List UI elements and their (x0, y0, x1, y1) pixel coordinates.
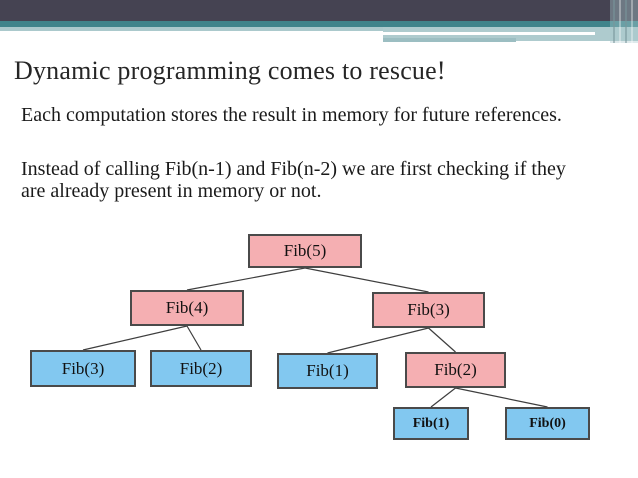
tree-node-fib1b: Fib(1) (277, 353, 378, 389)
tree-node-fib1s: Fib(1) (393, 407, 469, 440)
tree-edge-fib5-fib3r (304, 267, 429, 293)
tree-node-fib3b: Fib(3) (30, 350, 136, 387)
tree-node-fib3r: Fib(3) (372, 292, 485, 328)
tree-edge-fib2p-fib1s (430, 387, 456, 408)
body-paragraph-2-line-1: Instead of calling Fib(n-1) and Fib(n-2)… (21, 158, 566, 180)
body-paragraph-1: Each computation stores the result in me… (21, 104, 562, 126)
header-teal-stripe (0, 21, 638, 27)
tree-edge-fib3r-fib2p (428, 327, 456, 353)
tree-edge-fib4-fib2b (186, 325, 202, 351)
tree-edge-fib5-fib4 (186, 267, 306, 291)
tree-node-fib2b: Fib(2) (150, 350, 252, 387)
header-pale-stripe (0, 27, 638, 31)
tree-edge-fib2p-fib0s (455, 387, 548, 408)
tree-node-fib2p: Fib(2) (405, 352, 506, 388)
header-accent-white-line (383, 32, 595, 35)
tree-node-fib5: Fib(5) (248, 234, 362, 268)
tree-node-fib4: Fib(4) (130, 290, 244, 326)
tree-edge-fib4-fib3b (82, 325, 188, 351)
tree-node-fib0s: Fib(0) (505, 407, 590, 440)
tree-edge-fib3r-fib1b (327, 327, 429, 354)
header-accent-substrip (383, 38, 516, 42)
header-corner-stripes (610, 0, 638, 43)
header-dark-bar (0, 0, 638, 21)
body-paragraph-2: Instead of calling Fib(n-1) and Fib(n-2)… (21, 158, 633, 202)
slide-title: Dynamic programming comes to rescue! (14, 56, 446, 85)
body-paragraph-2-line-2: are already present in memory or not. (21, 180, 322, 202)
